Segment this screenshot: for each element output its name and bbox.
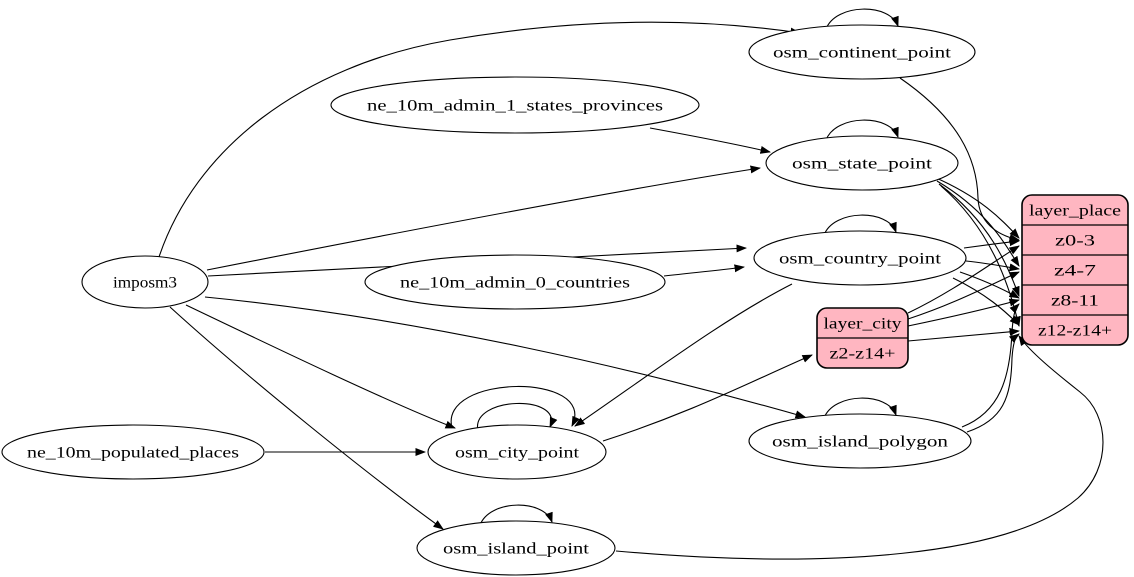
node-osm_state_point: osm_state_point [765,135,959,191]
nodes-group: imposm3 ne_10m_admin_1_states_provincesne… [1,24,1129,576]
edge-osm_state_point-to-osm_state_point-self [825,119,899,141]
edge-imposm3-to-osm_island_polygon [204,296,806,419]
osm_state_point-label: osm_state_point [792,156,933,173]
osm_country_point-shape [753,230,967,286]
ne_10m_populated_places-label: ne_10m_populated_places [27,445,239,462]
edge-osm_continent_point-to-osm_continent_point-self [825,8,899,30]
ne_10m_admin_1_states_provinces-shape [330,76,700,134]
node-osm_continent_point: osm_continent_point [748,24,976,80]
layer_place-row-z12-z14+: z12-z14+ [1038,323,1112,340]
edge-osm_island_polygon-to-layer_place-z12-z14+ [966,333,1020,433]
edge-imposm3-to-osm_island_point [169,306,444,530]
osm_island_polygon-label: osm_island_polygon [772,434,948,451]
osm_continent_point-label: osm_continent_point [773,45,952,62]
node-osm_island_polygon: osm_island_polygon [748,413,972,469]
ne_10m_populated_places-shape [1,424,265,480]
node-layer_city: layer_city z2-z14+ [816,307,909,369]
osm_island_point-label: osm_island_point [443,541,590,558]
edge-layer_city-to-layer_place-z12-z14+ [907,327,1020,342]
layer_place-row-z4-7: z4-7 [1054,263,1096,280]
node-osm_island_point: osm_island_point [416,520,616,576]
node-imposm3: imposm3 [81,255,209,309]
edge-osm_city_point-to-osm_city_point-outer [450,386,580,429]
node-layer_place: layer_place z0-3 z4-7 z8-11 z12-z14+ [1021,194,1129,346]
edge-osm_country_point-to-layer_place-z12-z14+ [952,277,1020,326]
edge-ne_10m_admin_0_countries-to-osm_country_point [663,264,745,277]
edge-ne_10m_admin_1_states_provinces-to-osm_state_point [649,127,771,154]
edge-osm_state_point-to-layer_place-z0-3 [933,176,1020,239]
osm_island_point-shape [416,520,616,576]
edges-group [158,8,1104,560]
osm_continent_point-shape [748,24,976,80]
edge-osm_island_polygon-to-osm_island_polygon-self [823,397,897,419]
edge-osm_continent_point-to-layer_place-z0-3 [899,77,1020,242]
edge-osm_country_point-to-osm_country_point-self [823,214,897,236]
edge-osm_country_point-to-osm_city_point [574,283,793,427]
osm_state_point-shape [765,135,959,191]
node-ne_10m_populated_places: ne_10m_populated_places [1,424,265,480]
osm_island_polygon-shape [748,413,972,469]
edge-osm_country_point-to-layer_place-z8-11 [959,271,1020,299]
layer_place-shape [1021,194,1129,346]
node-osm_country_point: osm_country_point [753,230,967,286]
imposm3-label: imposm3 [113,275,177,292]
edge-osm_island_polygon-to-layer_place-z8-11 [961,303,1020,428]
node-ne_10m_admin_0_countries: ne_10m_admin_0_countries [364,254,666,310]
edge-imposm3-to-osm_state_point [206,165,761,271]
edge-osm_city_point-to-osm_city_point-inner [477,402,558,432]
edge-osm_city_point-to-layer_city-z2-z14+ [602,354,813,442]
osm_city_point-shape [427,424,607,480]
layer_city-row-z2-z14+: z2-z14+ [830,346,896,363]
ne_10m_admin_1_states_provinces-label: ne_10m_admin_1_states_provinces [367,98,663,115]
edge-osm_country_point-to-layer_place-z4-7 [965,260,1020,272]
ne_10m_admin_0_countries-shape [364,254,666,310]
osm_city_point-label: osm_city_point [455,445,580,462]
edge-osm_island_point-to-osm_island_point-self [479,504,553,526]
edge-layer_city-to-layer_place-z0-3 [907,245,1020,314]
layer_place-row-layer_place: layer_place [1029,203,1121,220]
edge-osm_state_point-to-layer_place-z4-7 [936,180,1020,267]
node-ne_10m_admin_1_states_provinces: ne_10m_admin_1_states_provinces [330,76,700,134]
edge-osm_state_point-to-layer_place-z8-11 [938,183,1020,297]
edge-osm_island_point-to-layer_place-z12-z14+ [615,335,1104,560]
layer_city-row-layer_city: layer_city [824,316,902,333]
edge-imposm3-to-osm_continent_point [158,21,801,258]
osm_country_point-label: osm_country_point [779,251,942,268]
layer_place-row-z0-3: z0-3 [1055,233,1095,250]
imposm3-shape [81,255,209,309]
edge-layer_city-to-layer_place-z8-11 [907,298,1020,327]
layer_place-row-z8-11: z8-11 [1051,293,1099,310]
node-osm_city_point: osm_city_point [427,424,607,480]
ne_10m_admin_0_countries-label: ne_10m_admin_0_countries [400,275,630,292]
edge-imposm3-to-osm_city_point [185,304,456,429]
edge-osm_country_point-to-layer_place-z0-3 [963,238,1020,249]
edge-layer_city-to-layer_place-z4-7 [907,271,1020,320]
